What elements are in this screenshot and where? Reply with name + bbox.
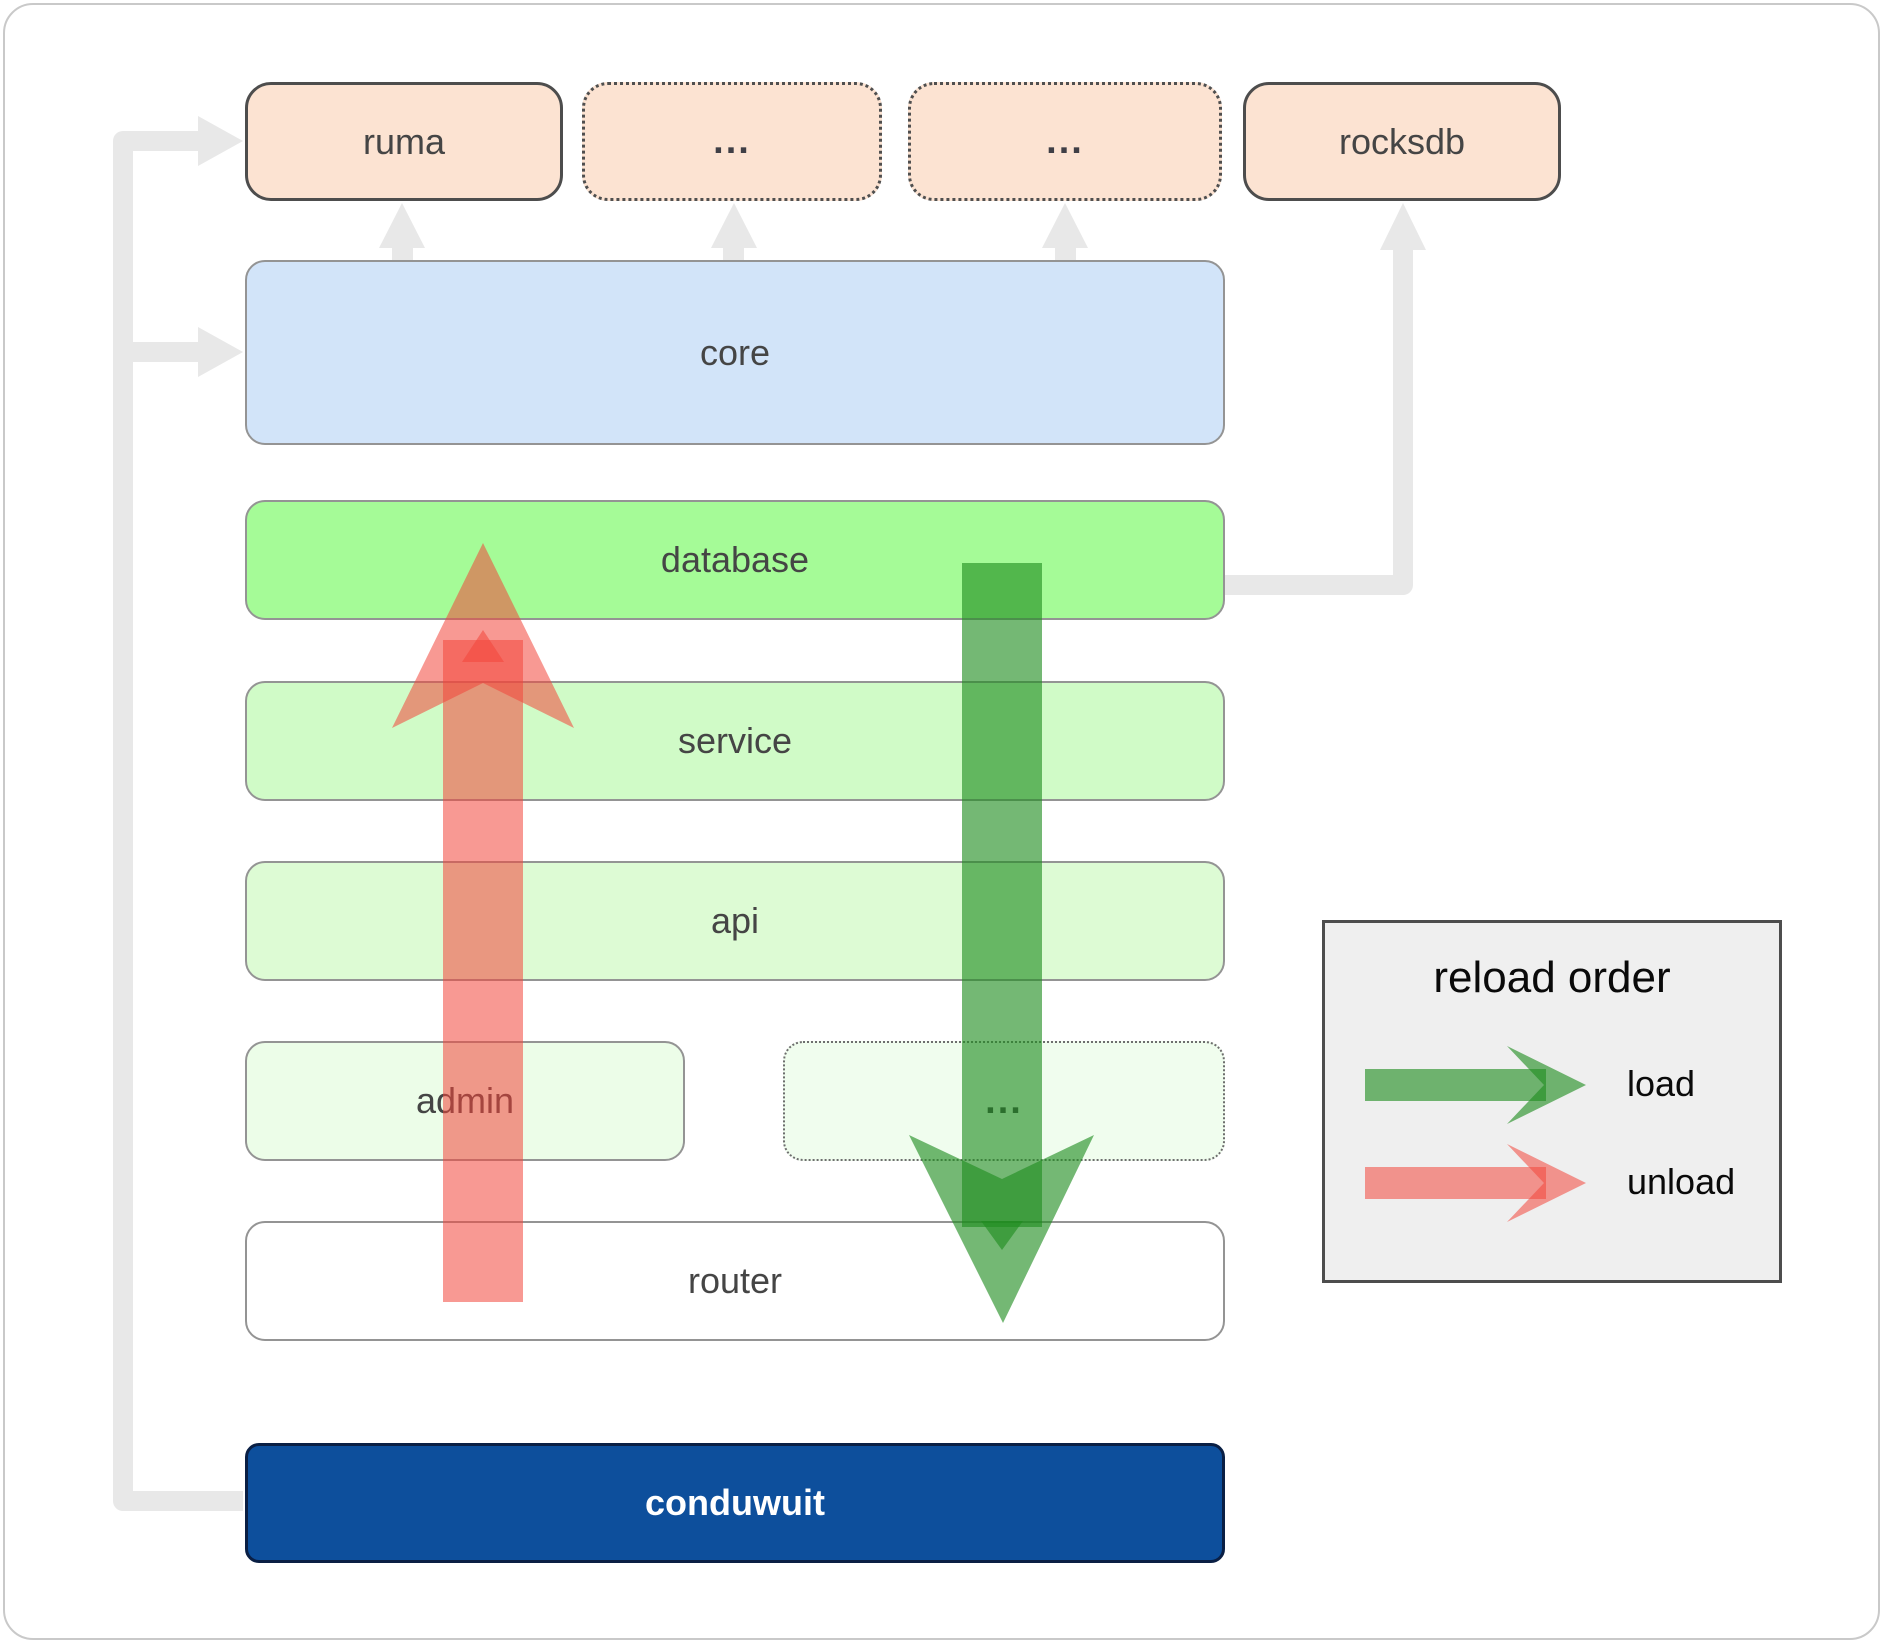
box-ellipsis-2: ... [908,82,1222,201]
box-ellipsis-1: ... [582,82,882,201]
box-rocksdb-label: rocksdb [1338,120,1466,162]
box-ellipsis-1-label: ... [713,120,751,162]
box-ruma-label: ruma [362,120,446,162]
box-api: api [245,861,1225,981]
legend-unload-label: unload [1627,1161,1736,1202]
box-service: service [245,681,1225,801]
unload-arrow-icon [1365,1144,1586,1222]
box-ellipsis-2-label: ... [1046,120,1084,162]
box-conduwuit-label: conduwuit [645,1482,825,1523]
box-api-label: api [710,900,760,941]
box-core-label: core [699,331,771,373]
box-rocksdb: rocksdb [1243,82,1561,201]
legend-load-label: load [1627,1063,1696,1104]
legend-load-head [1507,1046,1586,1124]
legend: reload order load unload [1322,920,1782,1283]
legend-unload-shaft [1365,1167,1546,1199]
box-ruma: ruma [245,82,563,201]
box-router-label: router [687,1260,783,1301]
box-service-label: service [677,720,793,761]
load-arrow-icon [1365,1046,1586,1124]
legend-unload-head [1507,1144,1586,1222]
box-conduwuit: conduwuit [245,1443,1225,1563]
legend-title: reload order [1433,953,1671,1002]
box-router: router [245,1221,1225,1341]
box-admin: admin [245,1041,685,1161]
legend-load-shaft [1365,1069,1546,1101]
box-core: core [245,260,1225,445]
box-ellipsis-3-label: ... [985,1079,1023,1122]
box-database-label: database [660,539,810,580]
box-ellipsis-3: ... [783,1041,1225,1161]
box-database: database [245,500,1225,620]
box-admin-label: admin [415,1080,515,1121]
outer-frame [3,3,1880,1640]
